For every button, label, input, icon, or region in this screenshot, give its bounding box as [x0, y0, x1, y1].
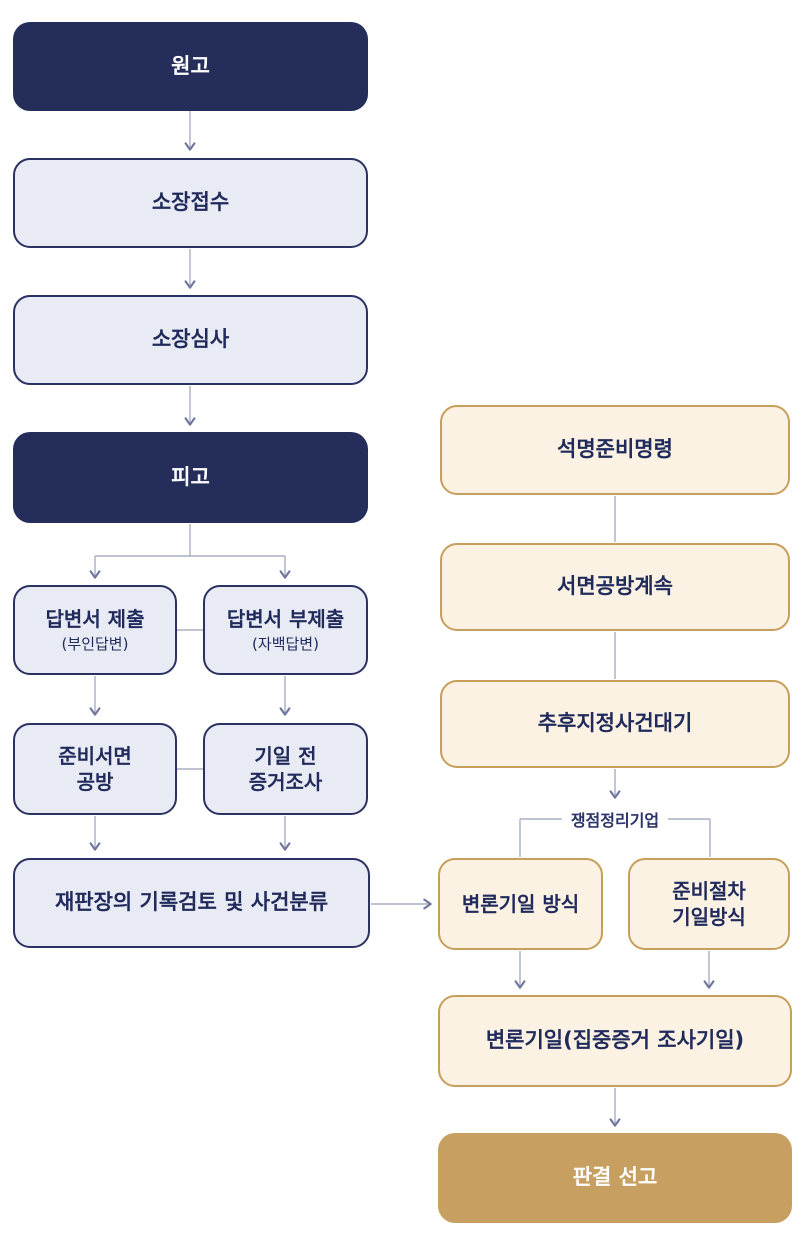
node-prep-procedure-method: 준비절차 기일방식: [628, 858, 790, 950]
node-plaintiff: 원고: [13, 22, 368, 111]
issue-organizing-label: 쟁점정리기업: [561, 807, 669, 831]
node-judgment: 판결 선고: [438, 1133, 792, 1223]
node-answer-not-submitted-label: 답변서 부제출: [226, 606, 345, 631]
node-prep-procedure-method-label: 준비절차 기일방식: [672, 879, 746, 929]
node-clarification-order: 석명준비명령: [440, 405, 790, 495]
node-hearing-date-method-label: 변론기일 방식: [461, 892, 580, 916]
node-record-review-label: 재판장의 기록검토 및 사건분류: [54, 890, 329, 915]
node-later-designation-standby: 추후지정사건대기: [440, 680, 790, 768]
node-written-exchange-continue-label: 서면공방계속: [557, 574, 673, 599]
node-defendant: 피고: [13, 432, 368, 523]
node-brief-exchange-label: 준비서면 공방: [58, 744, 132, 794]
node-hearing-date-method: 변론기일 방식: [438, 858, 603, 950]
node-answer-not-submitted-sublabel: (자백답변): [252, 634, 319, 653]
node-complaint-filing: 소장접수: [13, 158, 368, 248]
node-defendant-label: 피고: [171, 464, 210, 489]
node-complaint-review-label: 소장심사: [151, 327, 230, 352]
node-written-exchange-continue: 서면공방계속: [440, 543, 790, 631]
node-clarification-order-label: 석명준비명령: [557, 437, 673, 462]
node-pretrial-evidence: 기일 전 증거조사: [203, 723, 368, 815]
node-plaintiff-label: 원고: [171, 53, 210, 78]
node-answer-submitted: 답변서 제출 (부인답변): [13, 585, 177, 675]
node-complaint-filing-label: 소장접수: [151, 190, 230, 215]
node-concentrated-hearing: 변론기일(집중증거 조사기일): [438, 995, 792, 1087]
node-brief-exchange: 준비서면 공방: [13, 723, 177, 815]
node-complaint-review: 소장심사: [13, 295, 368, 385]
node-later-designation-standby-label: 추후지정사건대기: [537, 711, 693, 736]
node-concentrated-hearing-label: 변론기일(집중증거 조사기일): [485, 1028, 745, 1053]
node-answer-submitted-sublabel: (부인답변): [61, 634, 129, 653]
node-answer-not-submitted: 답변서 부제출 (자백답변): [203, 585, 368, 675]
node-judgment-label: 판결 선고: [572, 1165, 658, 1190]
node-answer-submitted-label: 답변서 제출: [45, 606, 145, 631]
node-record-review: 재판장의 기록검토 및 사건분류: [13, 858, 370, 948]
node-pretrial-evidence-label: 기일 전 증거조사: [248, 744, 323, 794]
